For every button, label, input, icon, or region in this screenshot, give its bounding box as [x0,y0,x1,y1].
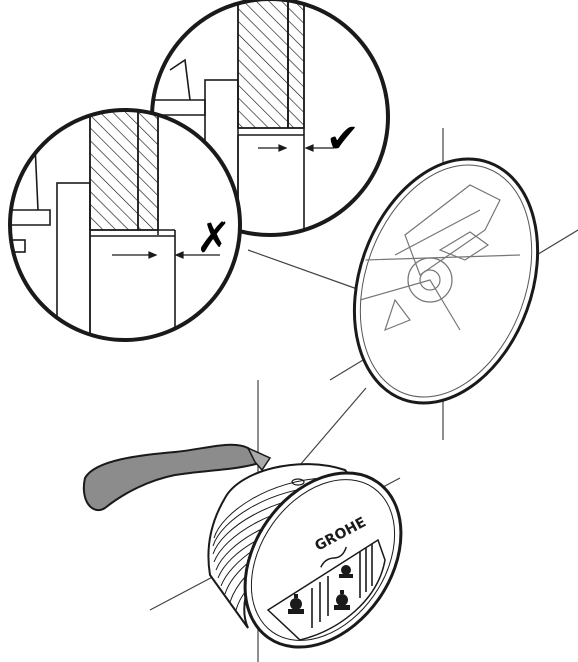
temperature-scale-marks [311,544,373,628]
safety-pictogram-icon [339,565,353,578]
grohe-logo-wave-icon [320,546,347,568]
correct-check-icon: ✔ [326,116,360,162]
cover-plate-view [352,157,540,405]
thermostat-body: GROHE [207,463,403,649]
faucet-pictogram-icon [288,594,304,614]
incorrect-cross-icon: ✗ [196,213,231,262]
mixer-lever [82,443,272,511]
detail-incorrect: ✗ [8,108,242,342]
shower-pictogram-icon [334,590,350,610]
